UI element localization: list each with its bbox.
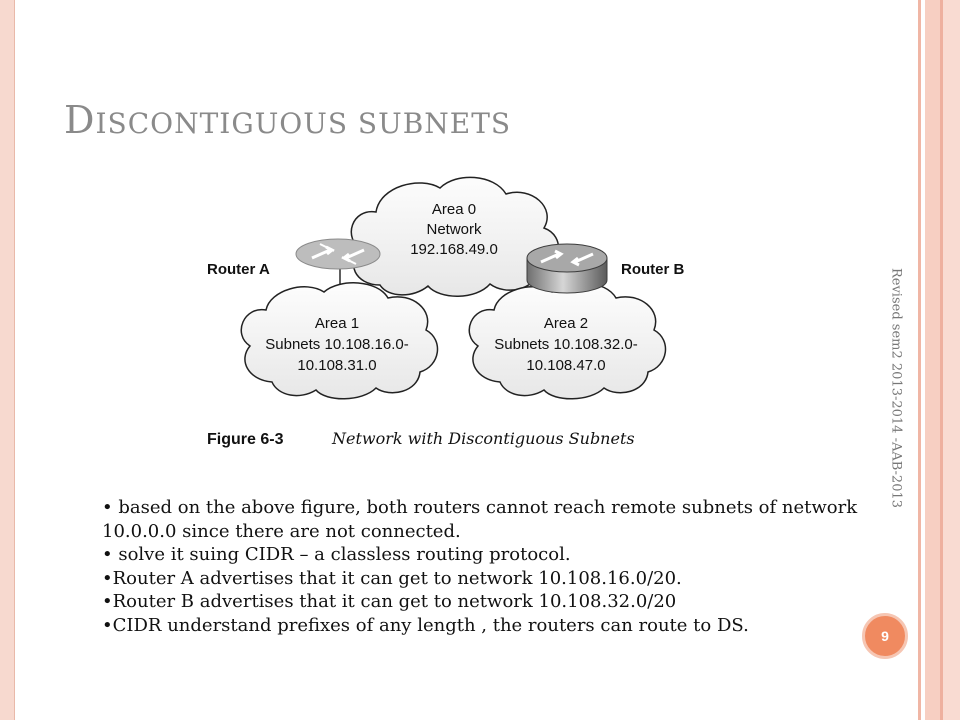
router-a-icon: [295, 238, 381, 270]
area0-label-3: 192.168.49.0: [410, 241, 498, 258]
router-b-icon: [526, 243, 608, 294]
bullet-item: •Router A advertises that it can get to …: [102, 567, 682, 589]
right-frame-border: [916, 0, 960, 720]
router-a-label: Router A: [207, 261, 270, 278]
revision-note: Revised sem2 2013-2014 -AAB-2013: [888, 267, 904, 509]
title-rest: ISCONTIGUOUS SUBNETS: [95, 107, 512, 140]
area1-cloud: Area 1 Subnets 10.108.16.0- 10.108.31.0: [240, 282, 439, 400]
bullet-list: • based on the above figure, both router…: [102, 496, 892, 637]
router-b-label: Router B: [621, 261, 685, 278]
figure-number: Figure 6-3: [207, 431, 284, 448]
bullet-item: •Router B advertises that it can get to …: [102, 591, 677, 612]
title-initial: D: [64, 98, 96, 142]
area2-cloud: Area 2 Subnets 10.108.32.0- 10.108.47.0: [468, 282, 667, 400]
bullet-item: • based on the above figure, both router…: [102, 497, 858, 542]
area2-label-3: 10.108.47.0: [526, 357, 605, 374]
area0-label-2: Network: [426, 221, 482, 238]
area1-label-3: 10.108.31.0: [297, 357, 376, 374]
area0-cloud: Area 0 Network 192.168.49.0: [350, 176, 560, 297]
page-number-badge: 9: [862, 613, 908, 659]
area2-label-1: Area 2: [544, 315, 588, 332]
bullet-item: • solve it suing CIDR – a classless rout…: [102, 544, 571, 565]
area1-label-2: Subnets 10.108.16.0-: [265, 336, 408, 353]
left-frame-border: [0, 0, 15, 720]
area1-label-1: Area 1: [315, 315, 359, 332]
area0-label-1: Area 0: [432, 201, 476, 218]
slide-title: DISCONTIGUOUS SUBNETS: [64, 98, 511, 142]
area2-label-2: Subnets 10.108.32.0-: [494, 336, 637, 353]
bullet-item: •CIDR understand prefixes of any length …: [102, 614, 749, 636]
figure-caption: Network with Discontiguous Subnets: [331, 429, 635, 448]
